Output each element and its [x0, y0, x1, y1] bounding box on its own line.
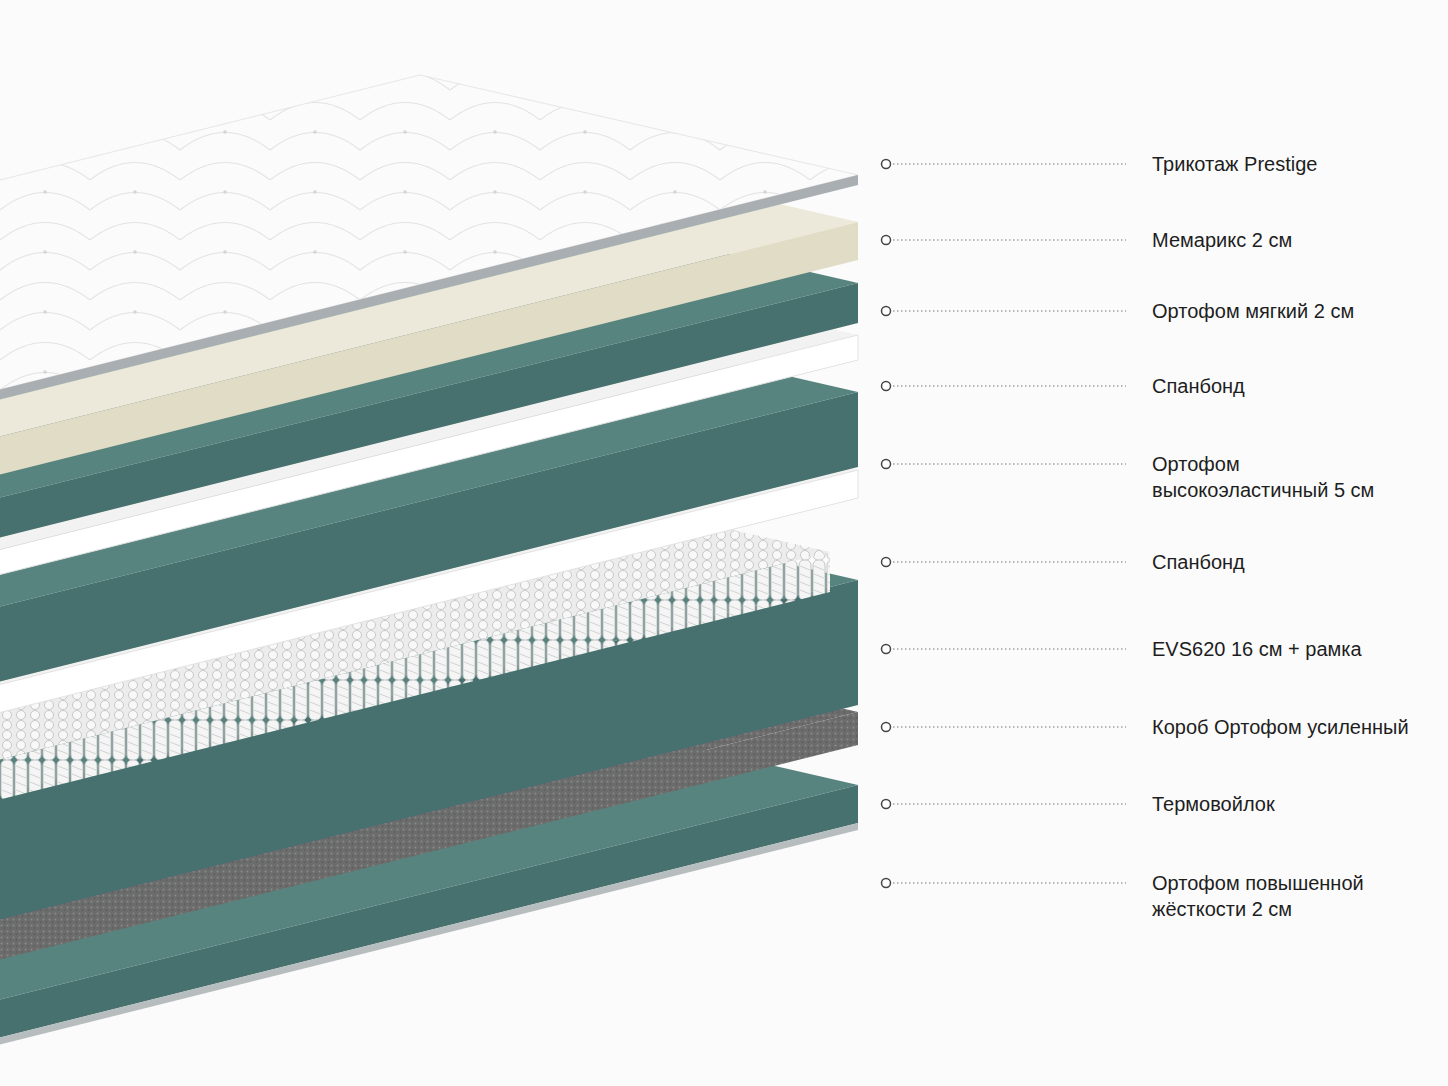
leader-dot: [882, 460, 891, 469]
layer-label: Ортофом повышенной жёсткости 2 см: [1152, 870, 1397, 922]
cover-top: [0, 75, 858, 427]
layer-label: Короб Ортофом усиленный: [1152, 714, 1409, 740]
leader-dot: [882, 723, 891, 732]
leader-line: [893, 164, 1126, 165]
layer-label: Ортофом мягкий 2 см: [1152, 298, 1354, 324]
leader-line: [893, 727, 1126, 728]
layer-label: EVS620 16 см + рамка: [1152, 636, 1362, 662]
leader-line: [893, 386, 1126, 387]
leader-dot: [882, 645, 891, 654]
leader-line: [893, 883, 1126, 884]
leader-line: [893, 240, 1126, 241]
layer-label: Спанбонд: [1152, 549, 1245, 575]
leader-dot: [882, 558, 891, 567]
layer-label: Ортофом высокоэластичный 5 см: [1152, 451, 1397, 503]
leader-dot: [882, 307, 891, 316]
leader-line: [893, 311, 1126, 312]
leader-dot: [882, 800, 891, 809]
leader-line: [893, 804, 1126, 805]
leader-line: [893, 649, 1126, 650]
layer-label: Термовойлок: [1152, 791, 1275, 817]
layer-label: Спанбонд: [1152, 373, 1245, 399]
leader-line: [893, 464, 1126, 465]
leader-dot: [882, 879, 891, 888]
layer-label: Трикотаж Prestige: [1152, 151, 1317, 177]
leader-dot: [882, 236, 891, 245]
cover-side: [0, 175, 858, 437]
leader-lines: [882, 160, 1127, 888]
leader-dot: [882, 382, 891, 391]
layer-label: Мемарикс 2 см: [1152, 227, 1292, 253]
leader-line: [893, 562, 1126, 563]
leader-dot: [882, 160, 891, 169]
